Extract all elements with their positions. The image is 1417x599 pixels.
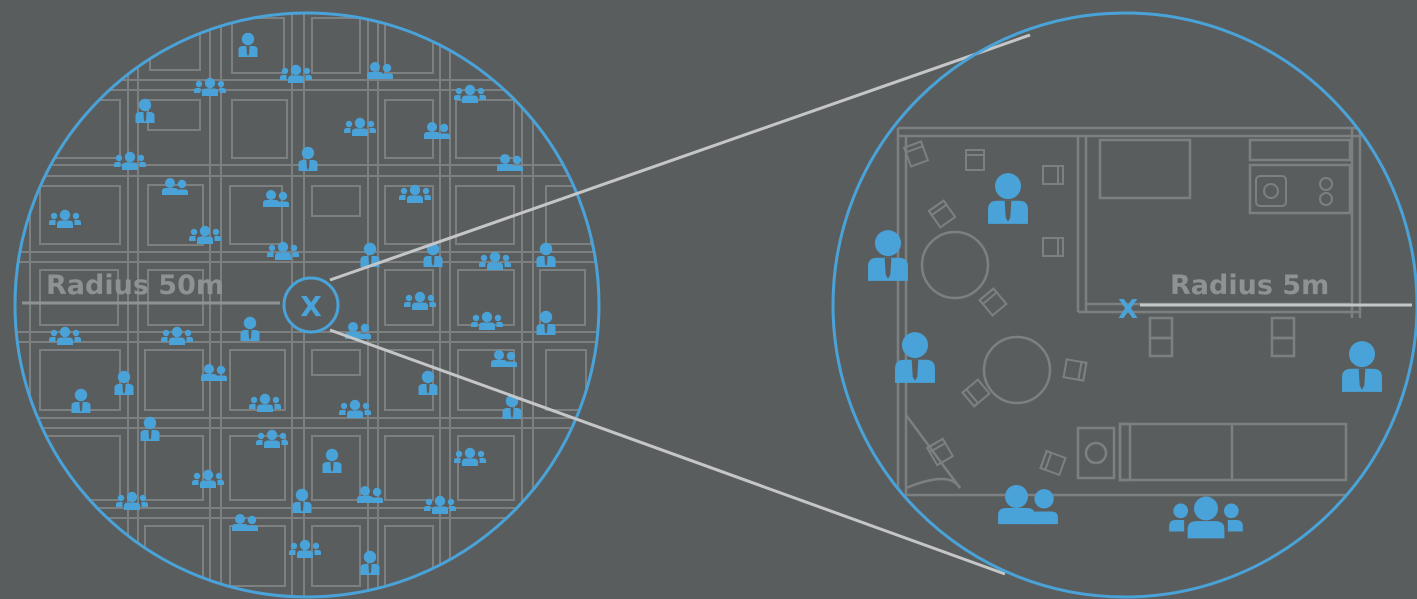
person-icon — [114, 370, 134, 395]
group-icon — [424, 495, 456, 514]
person-icon — [322, 448, 342, 473]
group-icon — [404, 291, 436, 310]
group-icon — [479, 251, 511, 270]
floor-plan: X Radius 5m — [831, 11, 1417, 599]
two-people-icon — [232, 514, 258, 531]
person-icon — [238, 32, 258, 57]
person-icon — [1342, 341, 1382, 392]
two-people-icon — [497, 154, 523, 171]
chair-icon — [1039, 450, 1067, 476]
person-icon — [895, 332, 935, 383]
group-icon — [114, 151, 146, 170]
two-people-icon — [998, 485, 1058, 525]
chair-icon — [927, 199, 957, 229]
small-radius-circle — [831, 11, 1417, 599]
chair-icon — [1042, 165, 1064, 185]
person-icon — [360, 550, 380, 575]
two-people-icon — [201, 364, 227, 381]
two-people-icon — [367, 62, 393, 79]
connector-line-top — [329, 33, 1031, 282]
person-icon — [868, 230, 908, 281]
group-icon — [471, 311, 503, 330]
two-people-icon — [162, 178, 188, 195]
group-icon — [339, 399, 371, 418]
person-icon — [988, 173, 1028, 224]
person-icon — [292, 488, 312, 513]
center-marker — [282, 276, 340, 334]
center-mark-label: X — [300, 290, 322, 323]
group-icon — [189, 225, 221, 244]
group-icon — [49, 209, 81, 228]
radius-label-large: Radius 50m — [46, 270, 224, 301]
group-icon — [256, 429, 288, 448]
two-people-icon — [491, 350, 517, 367]
zoom-connectors — [329, 33, 1031, 576]
floor-plan-drawing — [896, 126, 1362, 497]
radius-label-small: Radius 5m — [1170, 270, 1329, 301]
connector-line-bottom — [329, 328, 1006, 576]
stove-icon — [1255, 175, 1333, 207]
person-icon — [240, 316, 260, 341]
target-mark-label: X — [1118, 295, 1138, 325]
person-icon — [298, 146, 318, 171]
group-icon — [399, 184, 431, 203]
chair-icon — [978, 287, 1008, 317]
chair-icon — [965, 149, 985, 171]
chair-icon — [1062, 358, 1088, 382]
group-icon — [1169, 496, 1243, 539]
person-icon — [418, 370, 438, 395]
large-radius-circle — [13, 11, 601, 599]
two-people-icon — [263, 190, 289, 207]
person-icon — [536, 242, 556, 267]
city-map: Radius 50m X — [13, 11, 601, 599]
chair-icon — [1042, 237, 1064, 257]
group-icon — [192, 469, 224, 488]
chair-icon — [903, 140, 929, 168]
room-people — [868, 173, 1382, 539]
two-people-icon — [424, 122, 450, 139]
person-icon — [71, 388, 91, 413]
group-icon — [344, 117, 376, 136]
group-icon — [289, 539, 321, 558]
chair-icon — [961, 378, 991, 408]
